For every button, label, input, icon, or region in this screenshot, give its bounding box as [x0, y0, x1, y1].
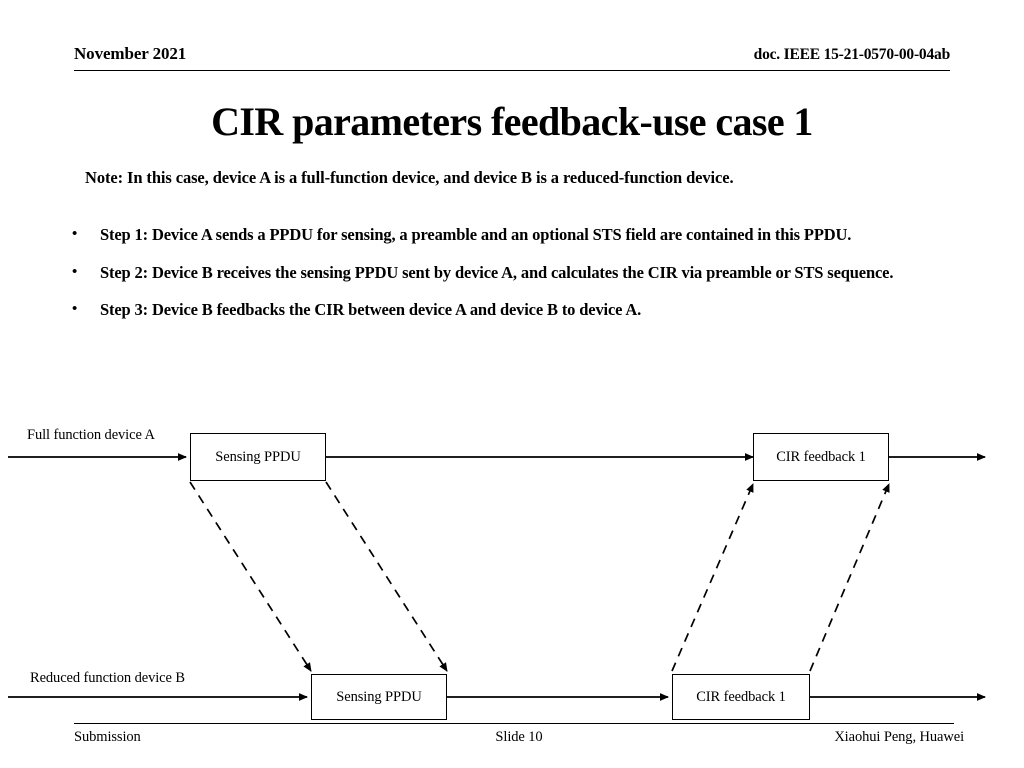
note-line: Note: In this case, device A is a full-f… — [85, 168, 734, 187]
bullet-icon: • — [72, 226, 78, 242]
list-item: • Step 3: Device B feedbacks the CIR bet… — [70, 297, 970, 324]
list-item: • Step 1: Device A sends a PPDU for sens… — [70, 222, 970, 249]
box-sensing-ppdu-device-a: Sensing PPDU — [190, 433, 326, 481]
box-cir-feedback-device-b: CIR feedback 1 — [672, 674, 810, 720]
timeline-b-label: Reduced function device B — [30, 670, 185, 686]
page-title: CIR parameters feedback-use case 1 — [211, 99, 813, 144]
header-divider — [74, 70, 950, 71]
message-sensing-ppdu-a-to-b — [189, 481, 448, 672]
slide-footer: Submission Slide 10 Xiaohui Peng, Huawei — [74, 729, 964, 751]
footer-submission: Submission — [74, 729, 141, 745]
list-item-text: Step 2: Device B receives the sensing PP… — [100, 262, 894, 282]
dashed-arrow-ppdu-start — [189, 481, 312, 672]
footer-author: Xiaohui Peng, Huawei — [834, 729, 964, 745]
list-item-text: Step 1: Device A sends a PPDU for sensin… — [100, 225, 852, 244]
box-cir-feedback-device-a: CIR feedback 1 — [753, 433, 889, 481]
message-cir-feedback-b-to-a — [671, 483, 890, 672]
list-item-text: Step 3: Device B feedbacks the CIR betwe… — [100, 300, 642, 320]
bullet-icon: • — [72, 263, 78, 280]
dashed-arrow-ppdu-end — [325, 481, 448, 672]
dashed-arrow-feedback-start — [671, 483, 754, 672]
footer-divider — [74, 723, 954, 724]
footer-slide-number: Slide 10 — [495, 729, 543, 745]
bullet-icon: • — [72, 301, 78, 318]
slide-header: November 2021 doc. IEEE 15-21-0570-00-04… — [74, 44, 950, 70]
steps-list: • Step 1: Device A sends a PPDU for sens… — [70, 222, 970, 335]
header-doc-id: doc. IEEE 15-21-0570-00-04ab — [753, 46, 951, 63]
list-item: • Step 2: Device B receives the sensing … — [70, 260, 970, 287]
timeline-a-label: Full function device A — [27, 427, 155, 443]
header-date: November 2021 — [74, 44, 187, 63]
box-sensing-ppdu-device-b: Sensing PPDU — [311, 674, 447, 720]
dashed-arrow-feedback-end — [809, 483, 890, 672]
